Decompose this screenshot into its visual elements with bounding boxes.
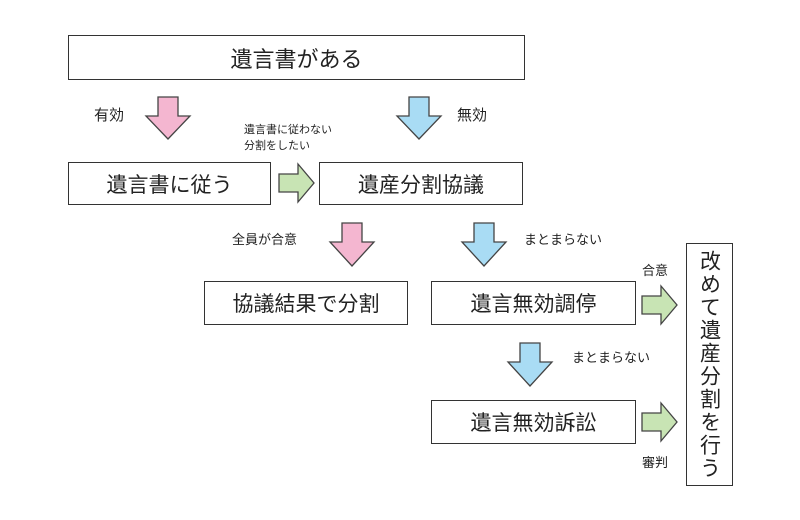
label-not-settled-2: まとまらない: [572, 351, 651, 366]
label-judgment: 審判: [642, 456, 669, 471]
label-valid: 有効: [94, 106, 125, 124]
arrow-down-invalid: [395, 96, 443, 140]
label-invalid: 無効: [457, 106, 488, 124]
node-divide-by-result: 協議結果で分割: [204, 281, 408, 325]
arrow-right-judgment: [641, 401, 678, 443]
node-division-talks-text: 遺産分割協議: [358, 172, 484, 197]
node-divide-by-result-text: 協議結果で分割: [232, 292, 380, 316]
node-division-talks: 遺産分割協議: [319, 162, 523, 205]
label-want-division-line1: 遺言書に従わない: [244, 123, 332, 136]
label-want-division: 遺言書に従わない 分割をしたい: [244, 122, 332, 154]
label-not-settled-1: まとまらない: [524, 233, 603, 248]
node-follow-will-text: 遺言書に従う: [106, 172, 233, 197]
node-invalid-mediation-text: 遺言無効調停: [470, 292, 597, 316]
arrow-right-follow: [278, 162, 315, 204]
arrow-right-agreement: [641, 284, 678, 326]
node-invalid-lawsuit: 遺言無効訴訟: [431, 400, 636, 444]
label-agreement: 合意: [642, 264, 669, 279]
node-has-will-text: 遺言書がある: [230, 47, 363, 73]
node-has-will: 遺言書がある: [68, 35, 525, 80]
node-redo-division: 改めて遺産分割を行う: [686, 243, 733, 486]
node-follow-will: 遺言書に従う: [68, 162, 271, 205]
node-invalid-mediation: 遺言無効調停: [431, 281, 636, 325]
arrow-down-agree: [328, 222, 376, 267]
arrow-down-not-settled-2: [506, 342, 554, 387]
arrow-down-valid: [144, 96, 192, 140]
node-invalid-lawsuit-text: 遺言無効訴訟: [470, 411, 597, 435]
arrow-down-not-settled-1: [460, 222, 508, 267]
label-want-division-line2: 分割をしたい: [244, 139, 310, 152]
label-all-agree: 全員が合意: [232, 233, 298, 248]
node-redo-division-text: 改めて遺産分割を行う: [697, 249, 722, 480]
